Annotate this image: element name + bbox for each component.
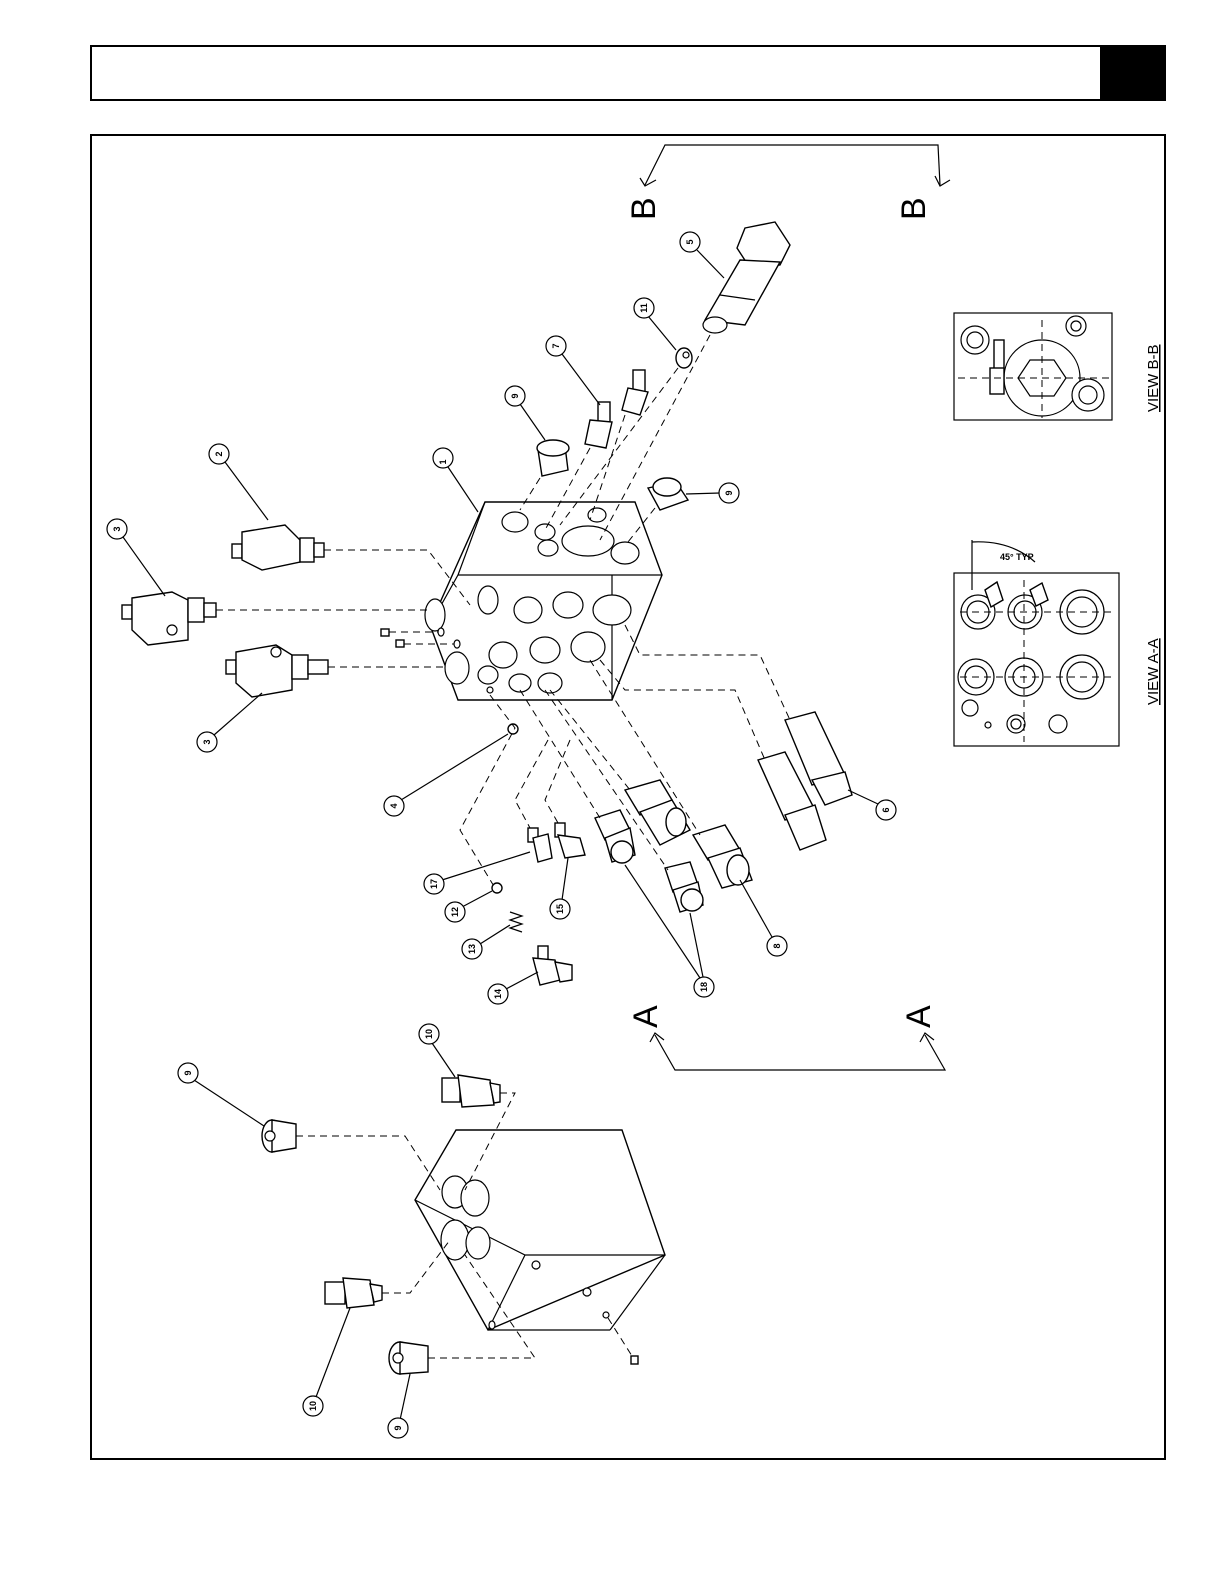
part-10-fitting-lower bbox=[325, 1240, 450, 1308]
part-12-ball bbox=[492, 883, 502, 893]
part-3-valve-lower bbox=[226, 645, 445, 697]
svg-text:5: 5 bbox=[685, 239, 695, 244]
part-13-spring bbox=[510, 912, 522, 932]
view-a-a: 45° TYP VIEW A-A bbox=[954, 540, 1162, 746]
svg-text:15: 15 bbox=[555, 904, 565, 914]
svg-text:1: 1 bbox=[438, 459, 448, 464]
view-a-label: VIEW A-A bbox=[1145, 638, 1162, 705]
section-line-b: B B bbox=[625, 145, 950, 220]
svg-text:9: 9 bbox=[724, 490, 734, 495]
part-2-valve bbox=[232, 525, 470, 605]
section-mark-b-right: B bbox=[895, 197, 933, 220]
svg-text:10: 10 bbox=[308, 1401, 318, 1411]
svg-text:18: 18 bbox=[699, 982, 709, 992]
svg-text:7: 7 bbox=[551, 343, 561, 348]
svg-text:17: 17 bbox=[429, 879, 439, 889]
view-b-label: VIEW B-B bbox=[1145, 344, 1162, 412]
part-14-elbow bbox=[533, 946, 572, 985]
part-9-plug-upper bbox=[520, 440, 569, 510]
part-3-valve-upper bbox=[122, 592, 430, 645]
svg-text:6: 6 bbox=[881, 807, 891, 812]
svg-text:8: 8 bbox=[772, 943, 782, 948]
svg-text:9: 9 bbox=[183, 1070, 193, 1075]
svg-text:11: 11 bbox=[639, 303, 649, 313]
part-18-fitting-lower bbox=[545, 690, 703, 912]
svg-text:4: 4 bbox=[389, 803, 399, 808]
svg-text:3: 3 bbox=[112, 526, 122, 531]
part-17-fitting bbox=[515, 740, 552, 862]
section-mark-b-left: B bbox=[625, 197, 663, 220]
svg-text:9: 9 bbox=[393, 1425, 403, 1430]
part-9-plug-left bbox=[262, 1120, 440, 1190]
manifold-block-secondary bbox=[415, 1130, 665, 1364]
svg-text:3: 3 bbox=[202, 739, 212, 744]
section-line-a: A A bbox=[627, 1005, 945, 1070]
part-6-plugs bbox=[600, 625, 852, 850]
part-5-bolt bbox=[600, 222, 790, 540]
section-mark-a-right: A bbox=[900, 1005, 938, 1028]
view-b-b: VIEW B-B bbox=[954, 313, 1162, 420]
section-mark-a-left: A bbox=[627, 1005, 665, 1028]
manifold-block-main bbox=[425, 502, 662, 700]
svg-text:2: 2 bbox=[214, 451, 224, 456]
svg-text:10: 10 bbox=[424, 1029, 434, 1039]
svg-text:12: 12 bbox=[450, 907, 460, 917]
svg-text:13: 13 bbox=[467, 944, 477, 954]
part-15-elbow bbox=[545, 740, 585, 858]
svg-text:14: 14 bbox=[493, 989, 503, 999]
angle-note: 45° TYP bbox=[1000, 552, 1034, 562]
svg-text:9: 9 bbox=[510, 393, 520, 398]
